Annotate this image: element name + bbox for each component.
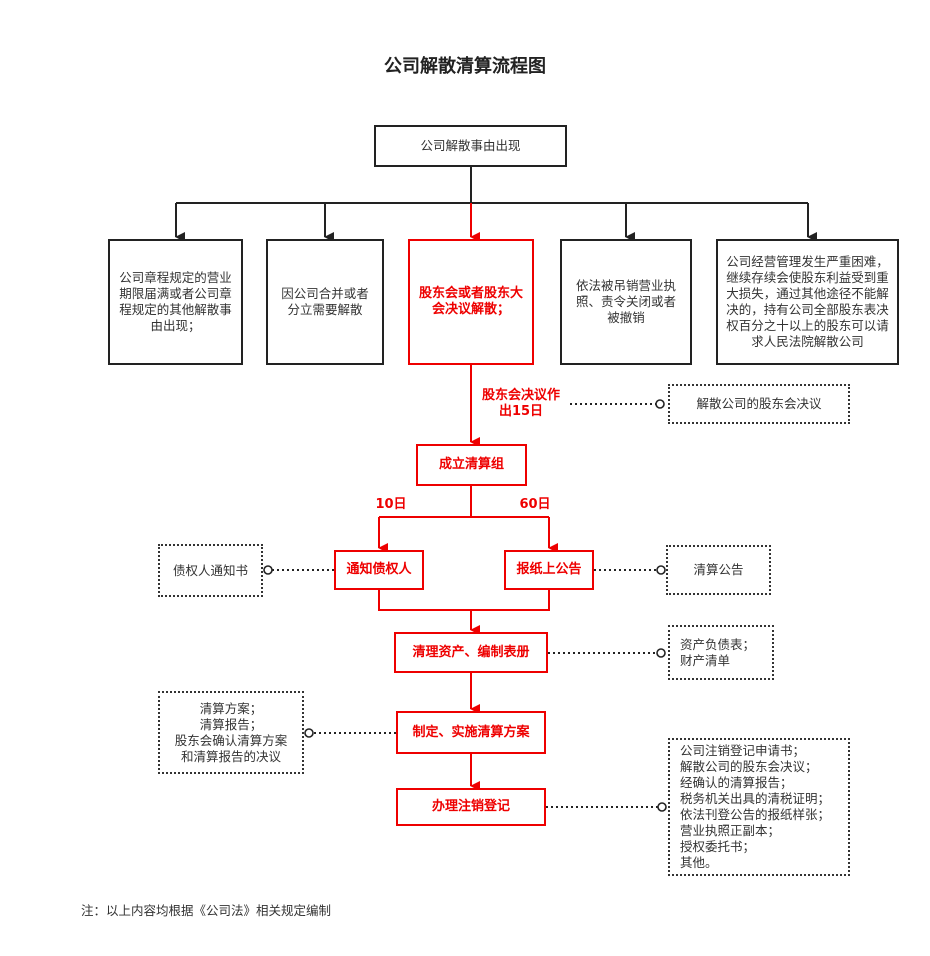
node-clear-assets: 清理资产、编制表册 [394, 632, 548, 673]
node-newspaper-notice: 报纸上公告 [504, 550, 594, 590]
doc-plan: 清算方案； 清算报告； 股东会确认清算方案 和清算报告的决议 [158, 691, 304, 774]
node-deregister-label: 办理注销登记 [431, 799, 510, 814]
doc-plan-label: 清算方案； 清算报告； 股东会确认清算方案 和清算报告的决议 [174, 700, 288, 764]
node-start: 公司解散事由出现 [374, 125, 567, 167]
node-plan-label: 制定、实施清算方案 [412, 724, 530, 740]
node-plan: 制定、实施清算方案 [396, 711, 546, 754]
doc-creditor-notice: 债权人通知书 [158, 544, 263, 597]
doc-balance-sheet-label: 资产负债表； 财产清单 [680, 636, 756, 668]
node-notify-creditors: 通知债权人 [334, 550, 424, 590]
node-reason-resolution: 股东会或者股东大会决议解散； [408, 239, 534, 365]
doc-deregistration-materials-label: 公司注销登记申请书； 解散公司的股东会决议； 经确认的清算报告； 税务机关出具的… [680, 743, 831, 870]
node-reason-court: 公司经营管理发生严重困难，继续存续会使股东利益受到重大损失，通过其他途径不能解决… [716, 239, 899, 365]
node-notify-creditors-label: 通知债权人 [346, 562, 412, 577]
doc-deregistration-materials: 公司注销登记申请书； 解散公司的股东会决议； 经确认的清算报告； 税务机关出具的… [668, 738, 850, 876]
node-reason-court-label: 公司经营管理发生严重困难，继续存续会使股东利益受到重大损失，通过其他途径不能解决… [726, 254, 889, 349]
node-reason-merger: 因公司合并或者分立需要解散 [266, 239, 384, 365]
node-reason-revoked-label: 依法被吊销营业执照、责令关闭或者被撤销 [575, 278, 676, 325]
diagram-title: 公司解散清算流程图 [384, 56, 546, 77]
doc-resolution: 解散公司的股东会决议 [668, 384, 850, 424]
footnote: 注：以上内容均根据《公司法》相关规定编制 [81, 903, 332, 918]
node-clear-assets-label: 清理资产、编制表册 [412, 644, 530, 660]
node-form-group: 成立清算组 [416, 444, 527, 486]
node-reason-resolution-label: 股东会或者股东大会决议解散； [418, 286, 523, 317]
node-reason-merger-label: 因公司合并或者分立需要解散 [281, 286, 369, 317]
label-60-days: 60日 [519, 497, 551, 512]
doc-liquidation-notice-label: 清算公告 [693, 562, 744, 577]
doc-liquidation-notice: 清算公告 [666, 545, 771, 595]
doc-balance-sheet: 资产负债表； 财产清单 [668, 625, 774, 680]
node-deregister: 办理注销登记 [396, 788, 546, 826]
doc-resolution-label: 解散公司的股东会决议 [696, 396, 822, 411]
label-within-15-days: 股东会决议作出15日 [481, 388, 560, 419]
node-reason-revoked: 依法被吊销营业执照、责令关闭或者被撤销 [560, 239, 692, 365]
node-form-group-label: 成立清算组 [438, 457, 504, 472]
node-reason-charter-label: 公司章程规定的营业期限届满或者公司章程规定的其他解散事由出现； [119, 270, 232, 333]
node-newspaper-notice-label: 报纸上公告 [516, 562, 582, 577]
node-reason-charter: 公司章程规定的营业期限届满或者公司章程规定的其他解散事由出现； [108, 239, 243, 365]
node-start-label: 公司解散事由出现 [420, 138, 521, 153]
label-10-days: 10日 [375, 497, 407, 512]
doc-creditor-notice-label: 债权人通知书 [172, 562, 248, 578]
